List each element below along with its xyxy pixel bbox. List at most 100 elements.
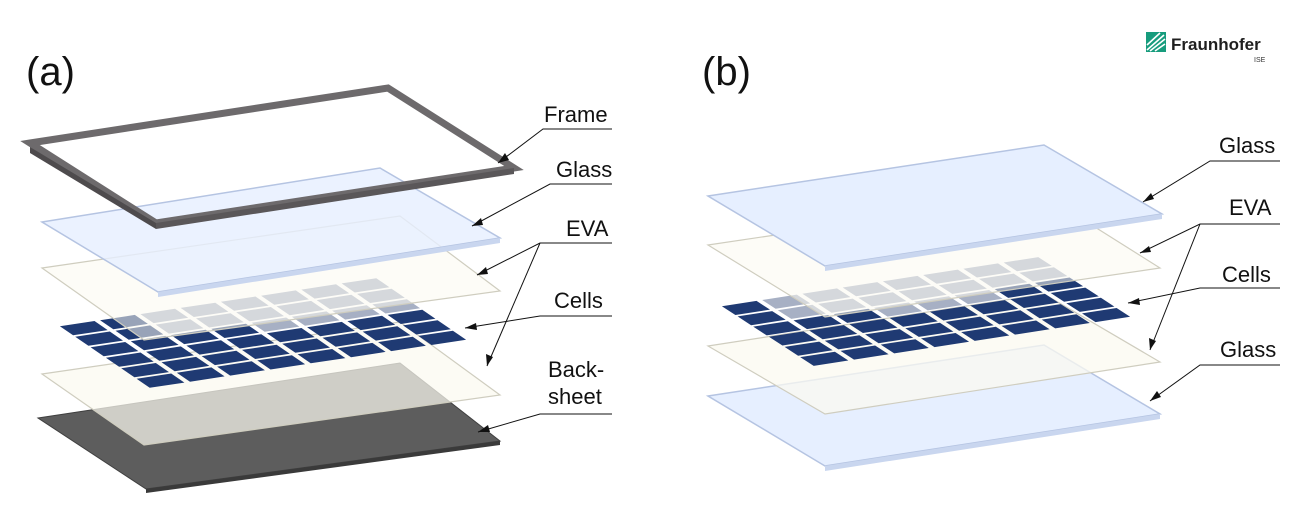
panel-b-eva-lower [706, 293, 1162, 415]
solar-cell [387, 309, 436, 324]
arrowhead-glass [472, 218, 483, 226]
solar-cell [945, 316, 994, 331]
solar-cell [186, 340, 235, 355]
arrowhead-glass-bottom [1150, 391, 1161, 401]
solar-cell [282, 338, 330, 353]
panel-b-label: (b) [702, 50, 751, 94]
solar-cell [737, 311, 786, 326]
solar-cell [768, 331, 817, 346]
solar-cell [322, 332, 371, 347]
panel-a-label-backsheet-1: Back- [548, 357, 604, 382]
arrowhead-eva [1140, 246, 1151, 253]
arrowhead-eva-2 [486, 354, 493, 366]
solar-cell [1050, 287, 1099, 302]
solar-cell [362, 326, 411, 341]
logo-sub: ISE [1254, 57, 1266, 64]
solar-cell [800, 351, 849, 366]
panel-b-label-cells: Cells [1222, 262, 1271, 287]
solar-cell [1066, 297, 1115, 312]
leader-glass-top [1142, 160, 1280, 203]
fraunhofer-logo: Fraunhofer ISE [1146, 32, 1266, 64]
solar-cell [921, 333, 970, 348]
solar-cell [849, 318, 898, 333]
solar-cell [297, 349, 346, 364]
panel-a-leader-lines [464, 128, 612, 433]
solar-cell [403, 320, 451, 335]
solar-cell [721, 300, 770, 315]
leader-backsheet [477, 413, 612, 433]
fraunhofer-logo-mark-icon [1146, 32, 1166, 52]
solar-cell [136, 373, 185, 388]
solar-cell [929, 306, 978, 321]
solar-cell [793, 315, 842, 330]
leader-eva-2 [486, 242, 541, 367]
panel-b-glass-top [705, 144, 1165, 271]
leader-cells [1127, 287, 1280, 304]
arrowhead-cells [1128, 298, 1140, 305]
leader-eva [476, 242, 612, 276]
panel-b-label-glass-top: Glass [1219, 133, 1275, 158]
solar-cell [905, 322, 954, 337]
panel-b-leader-lines [1127, 160, 1280, 402]
leader-glass-bottom [1149, 364, 1280, 402]
solar-cell [961, 326, 1010, 341]
logo-name: Fraunhofer [1171, 35, 1261, 54]
solar-cell [347, 315, 396, 331]
panel-a-label-frame: Frame [544, 102, 608, 127]
solar-cell [840, 345, 889, 360]
leader-frame [497, 128, 612, 164]
solar-cell [105, 352, 154, 367]
arrowhead-eva [477, 267, 488, 275]
solar-cell [217, 361, 265, 376]
solar-cell [59, 321, 108, 336]
leader-glass [471, 183, 612, 227]
panel-a-label-cells: Cells [554, 288, 603, 313]
panel-a-label-backsheet-2: sheet [548, 384, 602, 409]
panel-b-arrowheads [1128, 193, 1161, 401]
solar-cell [880, 339, 929, 354]
solar-cell [242, 344, 290, 359]
solar-cell [176, 367, 225, 382]
arrowhead-frame [498, 153, 509, 163]
solar-cell [90, 342, 139, 357]
solar-cell [865, 329, 914, 344]
solar-cell [1026, 304, 1075, 319]
panel-a-glass [39, 167, 503, 297]
solar-cell [1082, 308, 1131, 323]
solar-cell [337, 342, 386, 358]
panel-a-arrowheads [465, 153, 509, 432]
solar-cell [889, 312, 938, 327]
solar-cell [809, 325, 858, 340]
solar-cell [307, 321, 355, 337]
solar-cell [146, 346, 194, 361]
arrowhead-eva-2 [1149, 338, 1156, 350]
solar-cell [985, 310, 1034, 325]
solar-cell [75, 331, 123, 346]
panel-a-label-glass: Glass [556, 157, 612, 182]
solar-cell [266, 328, 315, 343]
solar-cell [784, 341, 833, 356]
panel-a-label: (a) [26, 50, 75, 94]
panel-a-label-eva: EVA [566, 216, 609, 241]
arrowhead-glass-top [1143, 193, 1154, 202]
solar-cell [824, 335, 873, 350]
leader-eva [1139, 223, 1280, 254]
panel-a-frame [20, 84, 524, 229]
leader-eva-2 [1149, 223, 1201, 351]
arrowhead-backsheet [478, 425, 490, 432]
arrowhead-cells [465, 323, 477, 330]
solar-cell [1010, 293, 1059, 308]
leader-cells [464, 315, 612, 329]
solar-cell [1041, 314, 1090, 329]
solar-cell [378, 336, 426, 352]
solar-cell [753, 321, 802, 336]
panel-b-label-eva: EVA [1229, 195, 1272, 220]
solar-cell [201, 350, 250, 366]
solar-cell [1001, 320, 1050, 335]
solar-cell [257, 355, 306, 370]
solar-cell [226, 334, 275, 349]
solar-cell [418, 330, 467, 345]
panel-b-label-glass-bottom: Glass [1220, 337, 1276, 362]
solar-cell [121, 363, 169, 378]
